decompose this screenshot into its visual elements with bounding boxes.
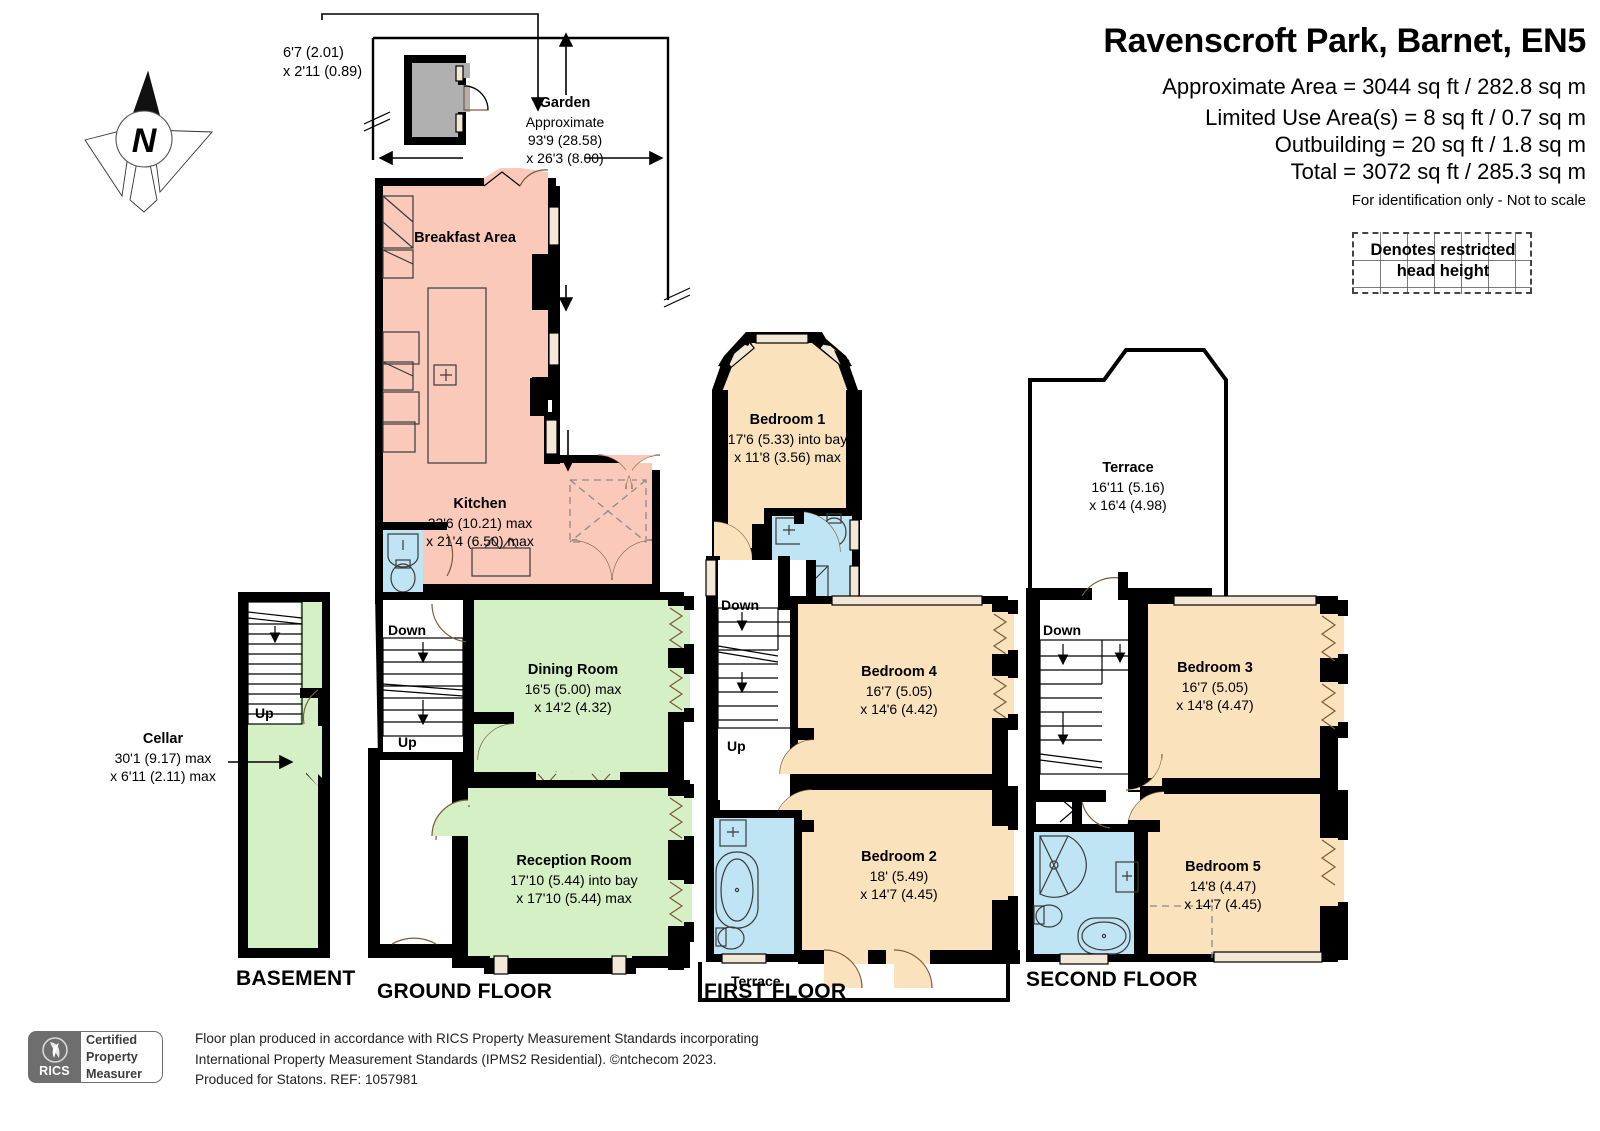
page-title: Ravenscroft Park, Barnet, EN5: [1103, 22, 1586, 60]
basement-stairs: [247, 601, 303, 725]
first-stairs-down-label: Down: [721, 597, 760, 613]
outbuilding-dim-2: x 2'11 (0.89): [283, 64, 363, 81]
certified-property-measurer-text: Certified Property Measurer: [86, 1032, 166, 1083]
rics-badge-frame: [81, 1031, 163, 1083]
outbuilding-dimensions: 6'7 (2.01) x 2'11 (0.89): [283, 44, 362, 82]
second-stairs: [1039, 639, 1137, 775]
footer-line-1: Floor plan produced in accordance with R…: [195, 1031, 759, 1046]
garden-boundary: [363, 32, 691, 312]
ground-stairs-down-label: Down: [388, 622, 427, 638]
badge-line-3: Measurer: [86, 1067, 143, 1082]
ground-stairs: [382, 637, 464, 737]
legend-line-1: Denotes restricted: [1370, 241, 1516, 259]
svg-text:N: N: [132, 122, 158, 160]
first-floor-plan: [698, 332, 1020, 1002]
footer-disclaimer: Floor plan produced in accordance with R…: [195, 1029, 759, 1091]
footer-line-3: Produced for Statons. REF: 1057981: [195, 1072, 418, 1088]
terrace-first-label: Terrace: [731, 973, 781, 989]
basement-plan: [228, 592, 330, 958]
ground-floor-label: GROUND FLOOR: [377, 980, 553, 1003]
second-floor-label: SECOND FLOOR: [1026, 968, 1198, 991]
basement-stairs-up-label: Up: [255, 705, 274, 721]
limited-use-area-text: Limited Use Area(s) = 8 sq ft / 0.7 sq m: [1205, 105, 1586, 130]
footer-line-2: International Property Measurement Stand…: [195, 1051, 717, 1067]
total-area-text: Total = 3072 sq ft / 285.3 sq m: [1290, 159, 1586, 184]
outbuilding-dimension-leader: [321, 13, 546, 112]
approximate-area-text: Approximate Area = 3044 sq ft / 282.8 sq…: [1162, 74, 1586, 99]
restricted-head-height-swatch: [1352, 232, 1532, 294]
ground-stairs-up-label: Up: [398, 734, 417, 750]
outbuilding-area-text: Outbuilding = 20 sq ft / 1.8 sq m: [1274, 132, 1586, 157]
second-stairs-down-label: Down: [1043, 622, 1082, 638]
outbuilding: [404, 55, 489, 145]
ground-floor-plan: [368, 168, 694, 975]
rics-logo: RICS: [28, 1031, 81, 1083]
legend-line-2: head height: [1396, 262, 1490, 281]
first-floor-label: FIRST FLOOR: [704, 980, 847, 1003]
basement-floor-label: BASEMENT: [236, 967, 356, 990]
restricted-head-height-legend: Denotes restricted head height: [1348, 240, 1538, 282]
second-floor-plan: [1026, 348, 1348, 965]
outbuilding-dim-1: 6'7 (2.01): [283, 45, 344, 61]
identification-note: For identification only - Not to scale: [1351, 192, 1586, 209]
badge-line-2: Property: [86, 1050, 138, 1065]
first-stairs-up-label: Up: [727, 738, 746, 754]
rics-crest-icon: [41, 1037, 68, 1063]
rics-emblem-icon: [28, 1035, 81, 1065]
rics-wordmark: RICS: [39, 1064, 70, 1078]
badge-line-1: Certified: [86, 1033, 138, 1047]
compass-rose: N: [84, 70, 213, 213]
